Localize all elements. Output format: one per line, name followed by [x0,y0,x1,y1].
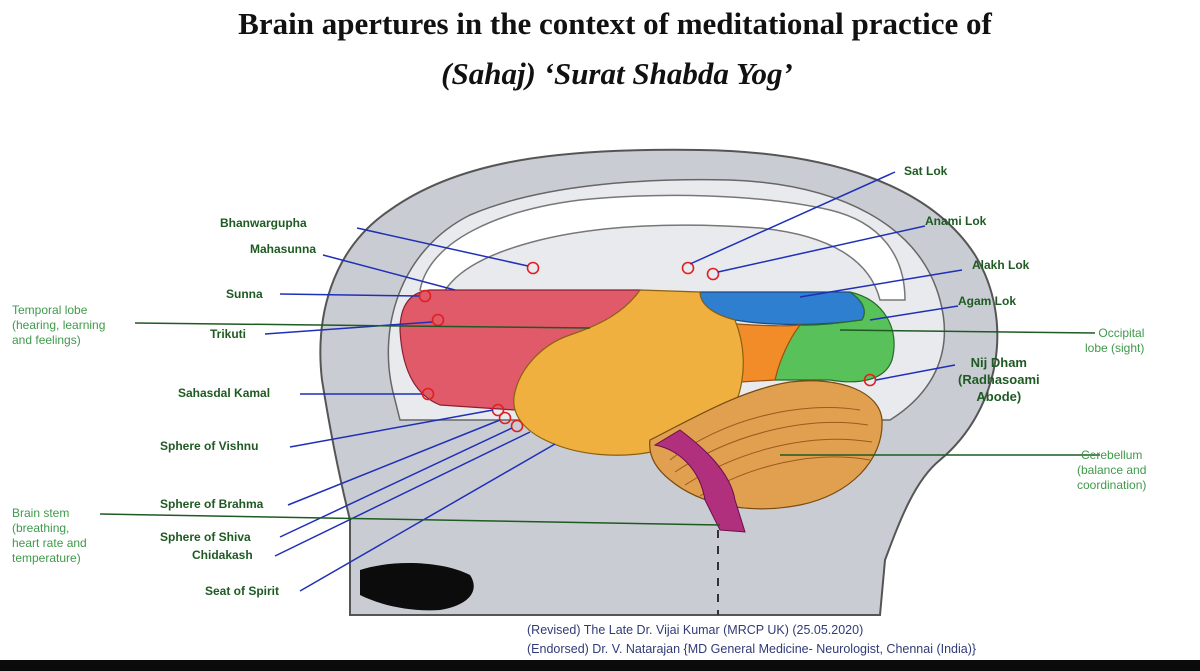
pointer-agam-lok [869,305,959,321]
pointer-anami-lok [717,225,926,273]
label-sat-lok: Sat Lok [904,164,948,178]
nij-dham-line-2: (Radhasoami [958,372,1040,387]
pointer-occipital-lobe [839,329,1096,334]
temporal-lobe-line-2: (hearing, learning [12,318,106,332]
aperture-trikuti [431,313,445,327]
label-seat-of-spirit: Seat of Spirit [205,584,280,598]
label-sphere-of-brahma: Sphere of Brahma [160,497,264,511]
temporal-lobe-line-1: Temporal lobe [12,303,88,317]
pointer-brain-stem [99,513,721,526]
label-cerebellum: Cerebellum (balance and coordination) [1077,448,1146,493]
aperture-brahma [498,411,512,425]
aperture-nij-dham [863,373,877,387]
ear-shape [360,563,474,611]
label-bhanwargupha: Bhanwargupha [220,216,307,230]
pointer-brahma [287,419,501,506]
aperture-sat-lok [681,261,695,275]
pointer-vishnu [289,409,494,448]
pointer-mahasunna [322,254,456,291]
title-line-1: Brain apertures in the context of medita… [238,6,992,41]
credit-endorsed: (Endorsed) Dr. V. Natarajan {MD General … [527,642,977,656]
occipital-line-2: lobe (sight) [1085,341,1145,355]
pointer-shiva [279,427,513,538]
pointer-bhanwargupha [356,227,529,267]
cerebellum-line-2: (balance and [1077,463,1147,477]
credit-revised: (Revised) The Late Dr. Vijai Kumar (MRCP… [527,623,864,637]
bottom-bar [0,660,1200,671]
pointer-alakh-lok [799,269,963,298]
pointer-nij-dham [875,364,956,381]
pointer-chidakash [274,431,531,557]
label-temporal-lobe: Temporal lobe (hearing, learning and fee… [12,303,105,348]
aperture-shiva [510,419,524,433]
label-sphere-of-shiva: Sphere of Shiva [160,530,251,544]
label-agam-lok: Agam Lok [958,294,1017,308]
label-alakh-lok: Alakh Lok [972,258,1030,272]
label-mahasunna: Mahasunna [250,242,317,256]
label-sahasdal-kamal: Sahasdal Kamal [178,386,271,400]
brain-stem [653,429,746,533]
aperture-bhanwargupha [526,261,540,275]
label-sunna: Sunna [226,287,263,301]
brain-stem-line-4: temperature) [12,551,81,565]
aperture-sunna [418,289,432,303]
nij-dham-line-1: Nij Dham [970,355,1027,370]
label-nij-dham: Nij Dham (Radhasoami Abode) [958,354,1040,405]
brain-stem-line-1: Brain stem [12,506,70,520]
pointer-temporal-lobe [134,322,591,329]
label-anami-lok: Anami Lok [925,214,987,228]
label-trikuti: Trikuti [210,327,247,341]
nij-dham-line-3: Abode) [976,389,1022,404]
pointer-trikuti [264,321,433,335]
occipital-line-1: Occipital [1098,326,1145,340]
temporal-lobe [513,289,744,456]
cerebellum-line-3: coordination) [1077,478,1147,492]
cerebellum-line-1: Cerebellum [1081,448,1143,462]
label-chidakash: Chidakash [192,548,253,562]
label-sphere-of-vishnu: Sphere of Vishnu [160,439,259,453]
aperture-sahasdal-kamal [421,387,435,401]
brain-stem-line-2: (breathing, [12,521,70,535]
pointer-seat-of-spirit [299,443,556,592]
aperture-anami-lok [706,267,720,281]
label-brain-stem: Brain stem (breathing, heart rate and te… [12,506,87,566]
pointer-sat-lok [689,171,896,265]
label-occipital-lobe: Occipital lobe (sight) [1085,326,1144,356]
pointer-sunna [279,293,420,297]
temporal-lobe-line-3: and feelings) [12,333,81,347]
brain-stem-line-3: heart rate and [12,536,87,550]
title-line-2: (Sahaj) ‘Surat Shabda Yog’ [441,56,793,91]
